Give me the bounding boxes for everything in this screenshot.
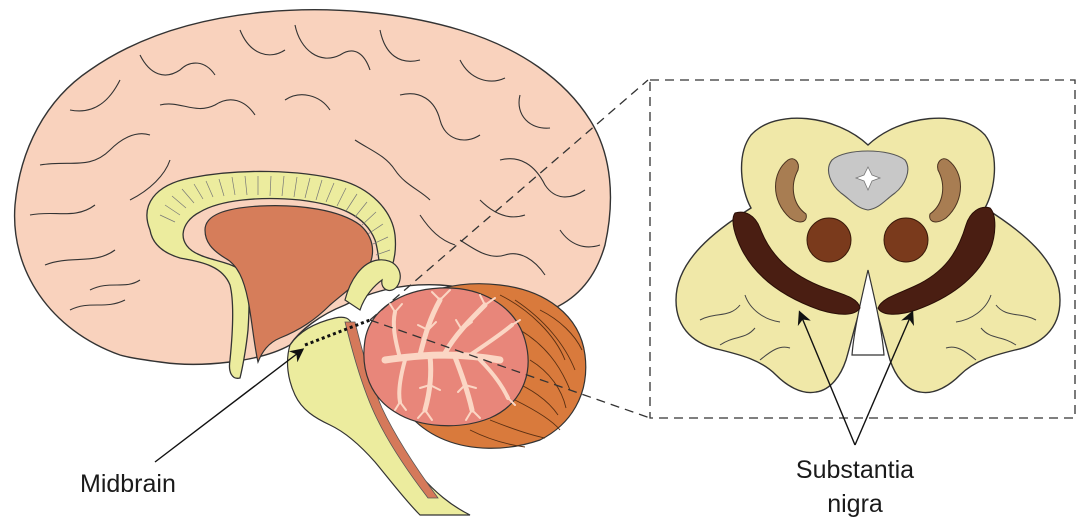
midbrain-label: Midbrain [80,470,176,498]
substantia-nigra-label-line1: Substantia [796,456,914,484]
midbrain-arrow [155,350,302,462]
substantia-nigra-label-line2: nigra [827,490,883,518]
red-nucleus-left [807,218,851,262]
sagittal-brain [15,10,611,515]
red-nucleus-right [884,218,928,262]
midbrain-section [676,118,1060,392]
